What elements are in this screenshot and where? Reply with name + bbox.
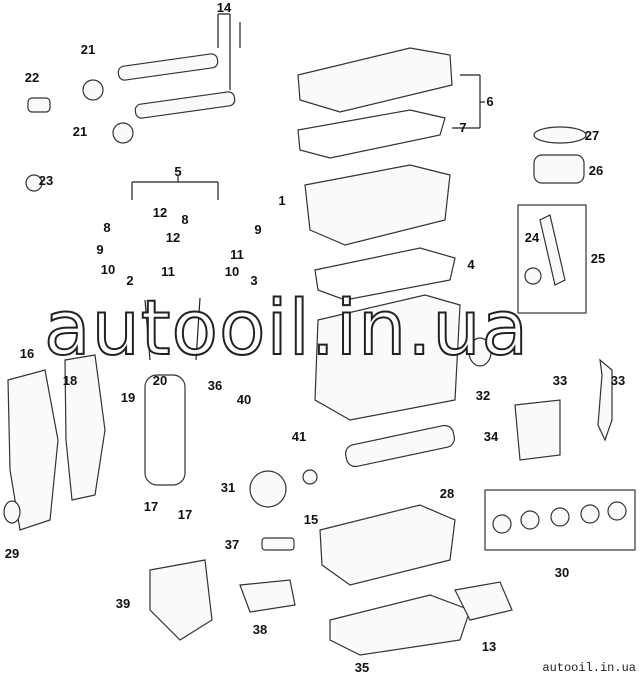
- callout-4: 4: [467, 257, 475, 272]
- valve-cover: [297, 47, 453, 113]
- conrod-box: [517, 204, 587, 314]
- callout-2: 2: [126, 273, 134, 288]
- crank-pulley: [249, 470, 287, 508]
- watermark: autooil.in.ua: [43, 283, 530, 372]
- callout-33b: 33: [610, 373, 626, 388]
- seal: [468, 337, 492, 367]
- callout-13: 13: [481, 639, 497, 654]
- callout-19: 19: [120, 390, 136, 405]
- main-bearings: [492, 501, 627, 534]
- callout-41: 41: [291, 429, 307, 444]
- rod-bearing: [524, 267, 542, 285]
- sensor: [25, 174, 43, 192]
- vvt-solenoid: [27, 97, 51, 113]
- callout-34: 34: [483, 429, 499, 444]
- callout-36: 36: [207, 378, 223, 393]
- callout-8: 8: [103, 220, 111, 235]
- callout-9: 9: [96, 242, 104, 257]
- callout-39: 39: [115, 596, 131, 611]
- callout-28: 28: [439, 486, 455, 501]
- oil-pump: [454, 581, 513, 621]
- callout-21: 21: [80, 42, 96, 57]
- bearing-box: [484, 489, 636, 551]
- callout-23: 23: [38, 173, 54, 188]
- callout-10b: 10: [224, 264, 240, 279]
- leader-lines: [131, 13, 485, 200]
- hose: [597, 358, 613, 442]
- callout-6: 6: [486, 94, 494, 109]
- water-pump: [149, 559, 213, 641]
- timing-cover: [7, 369, 59, 531]
- callout-11: 11: [230, 247, 244, 262]
- callout-20: 20: [152, 373, 168, 388]
- callout-17b: 17: [177, 507, 193, 522]
- callout-7: 7: [459, 120, 467, 135]
- callout-17: 17: [143, 499, 159, 514]
- callout-18: 18: [62, 373, 78, 388]
- callout-38: 38: [252, 622, 268, 637]
- front-seal: [3, 500, 21, 524]
- callout-21b: 21: [72, 124, 88, 139]
- callout-12: 12: [152, 205, 168, 220]
- head-gasket: [314, 247, 456, 301]
- callout-31: 31: [220, 480, 236, 495]
- oil-pan-upper: [319, 504, 456, 586]
- callout-27: 27: [584, 128, 600, 143]
- callout-3: 3: [250, 273, 258, 288]
- callout-1: 1: [278, 193, 286, 208]
- callout-12b: 12: [165, 230, 181, 245]
- callout-30: 30: [554, 565, 570, 580]
- callout-37: 37: [224, 537, 240, 552]
- connecting-rod: [539, 214, 566, 286]
- cam-sprocket-2: [112, 122, 134, 144]
- cam-sprocket: [82, 79, 104, 101]
- sensor-37: [261, 537, 295, 551]
- callout-29: 29: [4, 546, 20, 561]
- camshafts: [117, 53, 236, 119]
- valves: [144, 297, 201, 361]
- callout-24: 24: [524, 230, 540, 245]
- callout-14: 14: [216, 0, 232, 15]
- oil-pan: [329, 594, 471, 656]
- callout-5: 5: [174, 164, 182, 179]
- callout-40: 40: [236, 392, 252, 407]
- crankshaft: [344, 424, 456, 468]
- cylinder-head: [304, 164, 451, 246]
- timing-chain: [144, 374, 186, 486]
- callout-32: 32: [475, 388, 491, 403]
- valve-cover-gasket: [297, 109, 446, 159]
- piston-rings: [533, 126, 587, 144]
- callout-25: 25: [590, 251, 606, 266]
- crank-bolt: [302, 469, 318, 485]
- callout-11b: 11: [161, 264, 175, 279]
- callout-10: 10: [100, 262, 116, 277]
- callout-35: 35: [354, 660, 370, 675]
- oil-cooler: [514, 399, 561, 461]
- callout-8b: 8: [181, 212, 189, 227]
- engine-block: [314, 294, 461, 421]
- timing-cover-inner: [64, 354, 106, 501]
- thermostat-housing: [239, 579, 296, 613]
- callout-16: 16: [19, 346, 35, 361]
- piston: [533, 154, 585, 184]
- callout-22: 22: [24, 70, 40, 85]
- footer-watermark: autooil.in.ua: [542, 661, 636, 675]
- callout-15: 15: [303, 512, 319, 527]
- callout-9b: 9: [254, 222, 262, 237]
- callout-26: 26: [588, 163, 604, 178]
- callout-33: 33: [552, 373, 568, 388]
